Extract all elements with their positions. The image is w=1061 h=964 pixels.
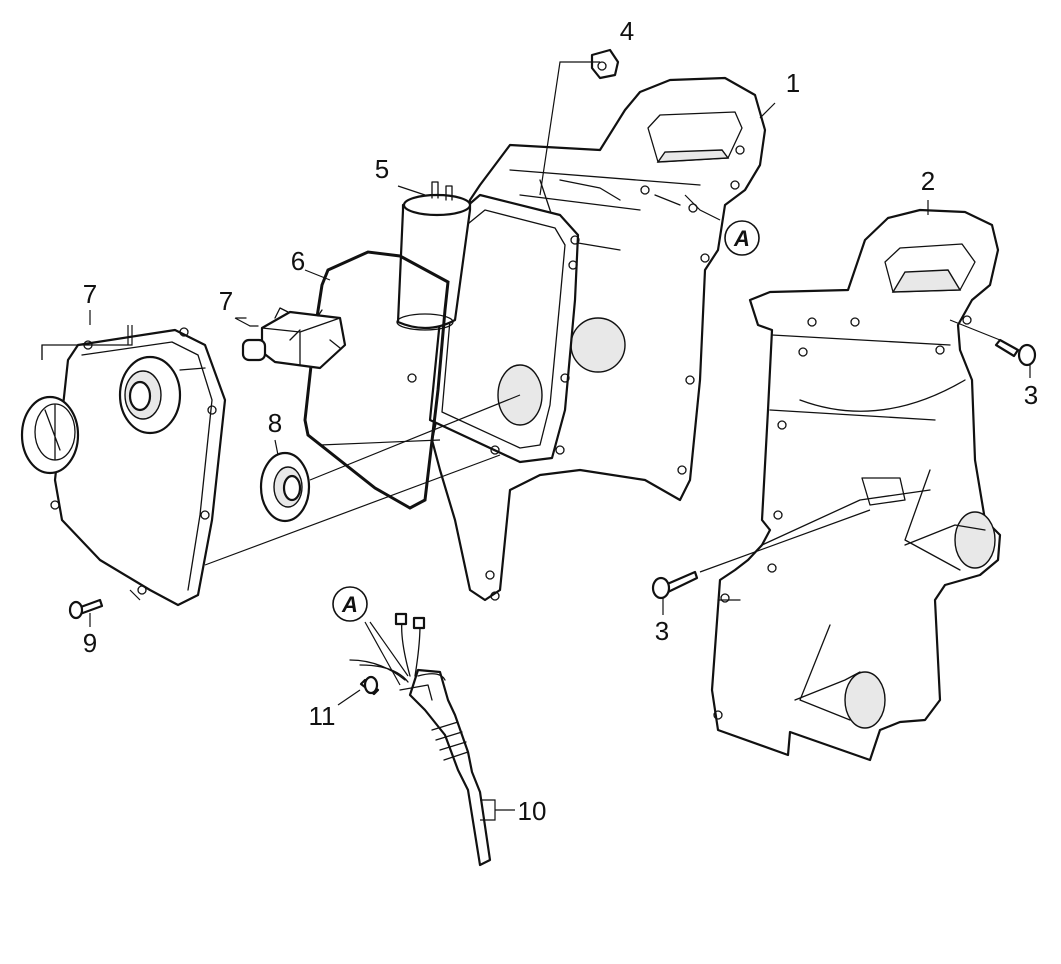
- svg-text:A: A: [733, 226, 750, 251]
- callout-1: 1: [786, 68, 800, 98]
- part-9-screw: [68, 598, 104, 620]
- part-3-screw-lower: [651, 570, 699, 600]
- callout-3-lower: 3: [655, 616, 669, 646]
- part-11-screw: [359, 675, 380, 696]
- callout-3-right: 3: [1024, 380, 1038, 410]
- part-5-capacitor: [396, 181, 472, 331]
- callout-9: 9: [83, 628, 97, 658]
- connection-tag-a-lower: A: [332, 586, 368, 622]
- part-7-cover: [50, 327, 227, 607]
- callout-8: 8: [268, 408, 282, 438]
- part-4-nut: [590, 48, 620, 80]
- callout-10: 10: [518, 796, 547, 826]
- part-2-rear-housing: [710, 208, 1002, 762]
- part-3-screw-upper: [994, 338, 1037, 367]
- callout-4: 4: [620, 16, 634, 46]
- knob: [20, 395, 80, 475]
- callout-5: 5: [375, 154, 389, 184]
- callout-6: 6: [291, 246, 305, 276]
- svg-text:A: A: [341, 592, 358, 617]
- connection-tag-a-upper: A: [724, 220, 760, 256]
- part-8-grommet: [259, 451, 311, 523]
- part-10-power-cord: [349, 612, 492, 867]
- part-7-switch: [235, 307, 347, 370]
- callout-11: 11: [309, 701, 336, 731]
- callout-2: 2: [921, 166, 935, 196]
- callout-7-switch: 7: [219, 286, 233, 316]
- callout-7-cover: 7: [83, 279, 97, 309]
- leader-lines: [41, 61, 1031, 821]
